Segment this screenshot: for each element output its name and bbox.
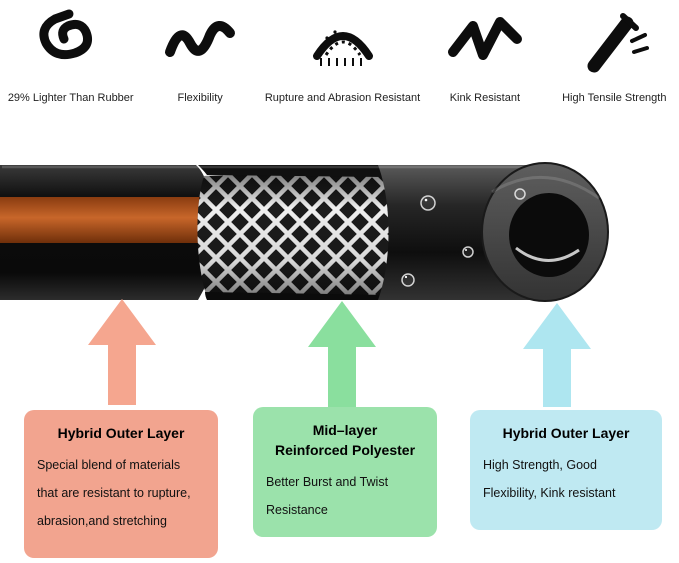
callout-body: Special blend of materials that are resi… xyxy=(37,458,191,528)
hose-end-face xyxy=(481,162,609,302)
lighter-than-rubber-icon xyxy=(6,6,135,76)
callout-body: High Strength, Good Flexibility, Kink re… xyxy=(483,458,616,500)
callout-arrows xyxy=(0,293,679,415)
water-droplet xyxy=(514,188,526,200)
hose-stripe xyxy=(0,197,213,243)
feature-label: High Tensile Strength xyxy=(562,92,667,104)
callout-title: Mid–layer Reinforced Polyester xyxy=(274,422,416,458)
hose-inner-tube xyxy=(509,193,589,277)
high-tensile-strength-icon xyxy=(550,6,679,76)
hose-outer-layer-left xyxy=(0,165,217,300)
water-droplet xyxy=(462,246,474,258)
feature-tensile: High Tensile Strength xyxy=(550,6,679,104)
outer-layer-arrow xyxy=(88,299,156,405)
feature-kink: Kink Resistant xyxy=(420,6,549,104)
feature-flexibility: Flexibility xyxy=(135,6,264,104)
rupture-abrasion-resistant-icon xyxy=(265,6,420,76)
feature-label: Kink Resistant xyxy=(449,92,521,104)
callout-mid-layer: Mid–layer Reinforced Polyester Better Bu… xyxy=(253,407,437,537)
mid-layer-arrow xyxy=(308,301,376,407)
inner-layer-arrow xyxy=(523,303,591,407)
callout-inner-layer: Hybrid Outer Layer High Strength, Good F… xyxy=(470,410,662,530)
hose-mesh-layer xyxy=(197,165,398,300)
feature-row: 29% Lighter Than Rubber Flexibility xyxy=(6,0,679,104)
water-droplet xyxy=(420,195,436,211)
callout-title: Hybrid Outer Layer xyxy=(57,425,185,441)
callout-title: Hybrid Outer Layer xyxy=(502,425,630,441)
water-droplets xyxy=(401,188,526,287)
feature-lighter: 29% Lighter Than Rubber xyxy=(6,6,135,104)
kink-resistant-icon xyxy=(420,6,549,76)
feature-label: Flexibility xyxy=(177,92,223,104)
feature-rupture: Rupture and Abrasion Resistant xyxy=(265,6,420,104)
water-droplet xyxy=(401,273,415,287)
feature-label: Rupture and Abrasion Resistant xyxy=(264,92,421,104)
flexibility-icon xyxy=(135,6,264,76)
callout-body: Better Burst and Twist Resistance xyxy=(266,475,389,517)
callout-outer-layer: Hybrid Outer Layer Special blend of mate… xyxy=(24,410,218,558)
hose-illustration xyxy=(0,150,679,320)
feature-label: 29% Lighter Than Rubber xyxy=(7,92,134,104)
